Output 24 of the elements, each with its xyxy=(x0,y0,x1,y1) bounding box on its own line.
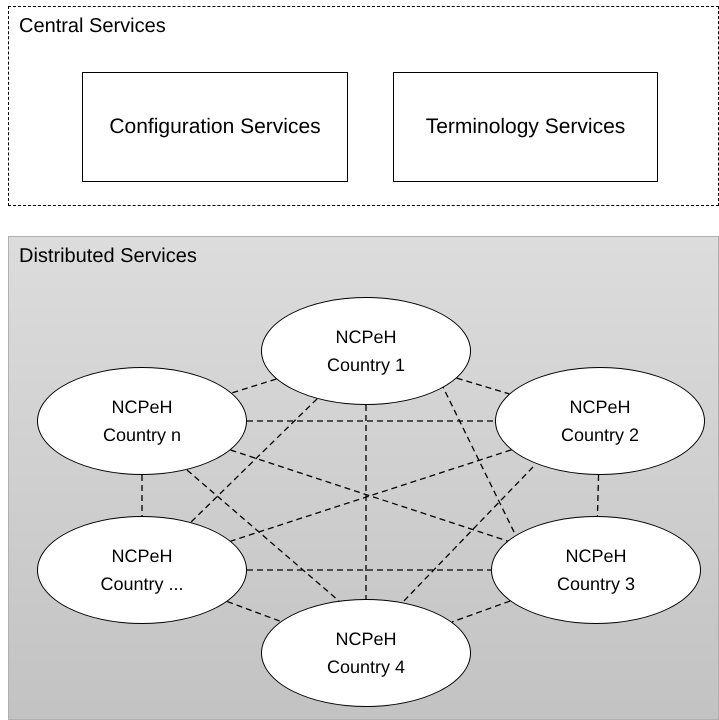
dashed-connector xyxy=(232,378,276,394)
group-heading: Distributed Services xyxy=(19,244,197,269)
dashed-connector xyxy=(226,600,282,622)
dashed-connector xyxy=(247,569,491,571)
group-heading: Central Services xyxy=(19,14,166,39)
node-label: NCPeH Country 2 xyxy=(560,396,640,447)
shaded-group-panel xyxy=(8,236,719,720)
service-box xyxy=(82,72,348,182)
dashed-connector xyxy=(456,378,510,394)
node-label: NCPeH Country 3 xyxy=(556,545,636,596)
node-label: Terminology Services xyxy=(426,114,626,140)
dashed-connector xyxy=(365,405,367,599)
node-label: NCPeH Country 1 xyxy=(326,326,406,377)
dashed-group-panel xyxy=(8,6,719,206)
node-label: Configuration Services xyxy=(109,114,321,140)
dashed-connector xyxy=(141,475,143,516)
dashed-connector xyxy=(452,600,510,623)
node-label: NCPeH Country n xyxy=(102,396,182,447)
node-label: NCPeH Country ... xyxy=(99,545,185,596)
node-label: NCPeH Country 4 xyxy=(326,628,406,679)
dashed-connector xyxy=(596,474,600,516)
dashed-connector xyxy=(247,420,495,422)
service-box xyxy=(393,72,658,182)
dashed-connector xyxy=(190,398,318,523)
